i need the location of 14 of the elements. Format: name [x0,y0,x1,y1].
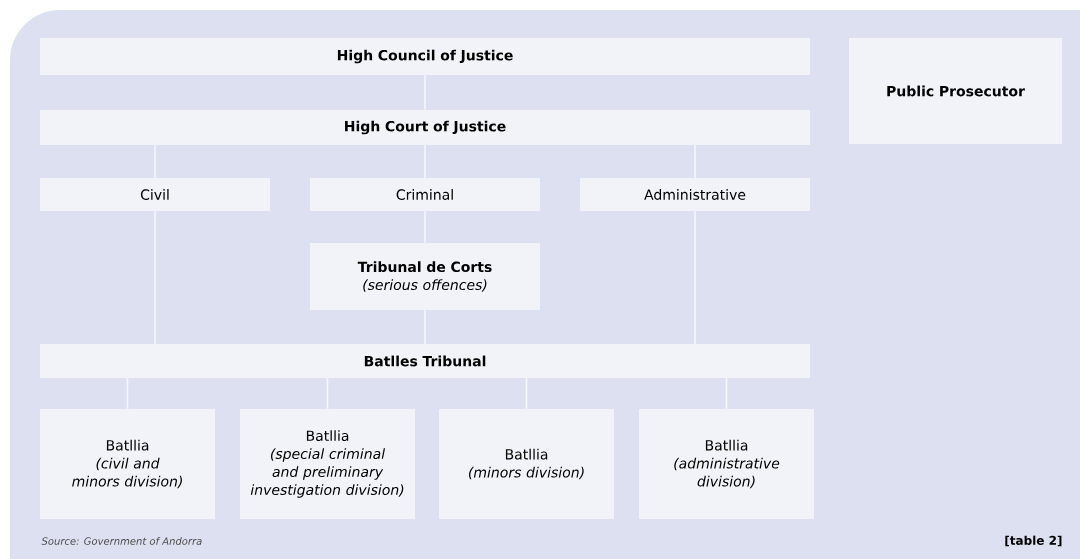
prosecutor-box: Public Prosecutor [849,38,1062,144]
batllia-box: Batllia (administrative division) [639,409,814,519]
division-box: Administrative [580,178,810,211]
court-box: High Court of Justice [40,110,810,145]
table-number: [table 2] [1005,535,1062,547]
batllia-box: Batllia (civil and minors division) [40,409,215,519]
batllia-box: Batllia (minors division) [439,409,614,519]
court-box: High Council of Justice [40,38,810,75]
division-box: Criminal [310,178,540,211]
batllia-box: Batllia (special criminal and preliminary investigation division) [240,409,415,519]
division-box: Civil [40,178,270,211]
tribunal-box: Tribunal de Corts (serious offences) [310,243,540,310]
tribunal-box: Batlles Tribunal [40,344,810,378]
source-note: Source: Government of Andorra [41,537,202,545]
